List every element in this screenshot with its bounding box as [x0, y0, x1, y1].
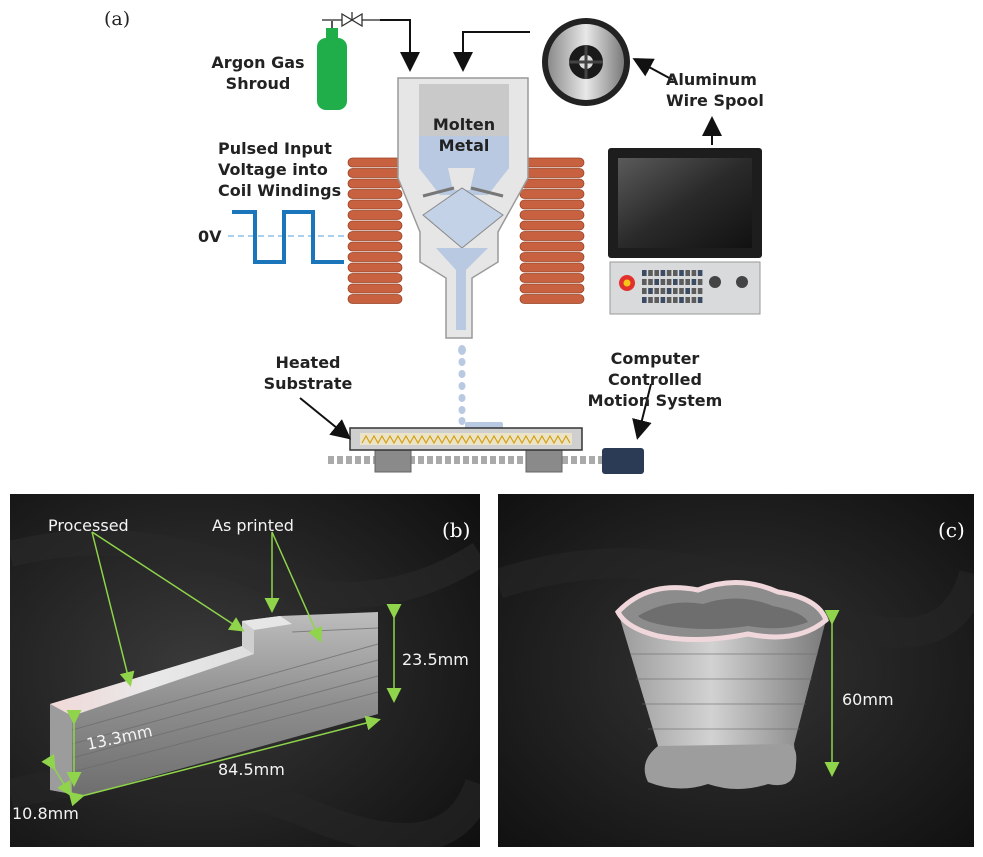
panel-c-illustration — [498, 494, 974, 847]
height-60-label: 60mm — [842, 690, 894, 709]
heated-substrate — [328, 427, 644, 474]
pulse-voltage-label: Pulsed Input Voltage into Coil Windings — [218, 139, 342, 200]
as-printed-label: As printed — [212, 516, 294, 535]
motion-controller — [608, 148, 762, 315]
gas-feed-arrow — [380, 19, 420, 72]
panel-a-schematic — [228, 12, 762, 474]
depth-10-8-label: 10.8mm — [12, 804, 79, 823]
wire-feed-arrow — [453, 31, 530, 72]
panel-b-photo: Processed As printed 23.5mm 84.5mm 13.3m… — [10, 494, 480, 847]
panel-a-tag: (a) — [104, 8, 131, 30]
argon-gas-cylinder — [317, 12, 380, 110]
pulse-waveform — [228, 210, 344, 264]
motion-system-label: Computer Controlled Motion System — [587, 349, 723, 410]
argon-gas-label: Argon Gas Shroud — [211, 53, 305, 93]
panel-b-illustration — [10, 494, 480, 847]
zero-volt-label: 0V — [198, 227, 222, 246]
coil-windings — [347, 157, 585, 304]
motion-system-arrow — [632, 383, 652, 440]
height-23-5-label: 23.5mm — [402, 650, 469, 669]
molten-droplets — [458, 345, 503, 430]
substrate-arrow — [299, 397, 352, 440]
heated-substrate-label: Heated Substrate — [263, 353, 353, 393]
wire-spool-label: Aluminum Wire Spool — [666, 70, 764, 110]
printed-vase-c — [614, 580, 829, 789]
length-84-5-label: 84.5mm — [218, 760, 285, 779]
molten-metal-label: Molten Metal — [432, 115, 496, 155]
panel-c-photo: 60mm (c) — [498, 494, 974, 847]
aluminum-wire-spool — [542, 18, 630, 106]
spool-arrow — [632, 58, 674, 81]
processed-label: Processed — [48, 516, 129, 535]
panel-c-tag: (c) — [938, 518, 965, 542]
print-head — [397, 77, 529, 339]
panel-b-tag: (b) — [442, 518, 471, 542]
